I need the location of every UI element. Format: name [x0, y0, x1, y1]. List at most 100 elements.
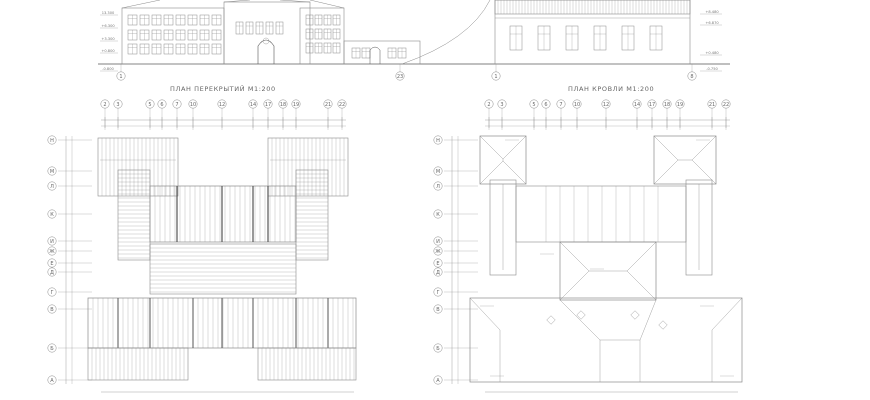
row-axis-bubble [47, 258, 57, 268]
column-axis-label: 2 [487, 102, 490, 108]
roof-central-hip-ridges [559, 241, 657, 301]
slab-central-hall [149, 185, 297, 243]
column-axis-bubble [721, 99, 731, 109]
column-axis-bubble [484, 99, 494, 109]
column-axis-bubble [113, 99, 123, 109]
column-axis-bubble [662, 99, 672, 109]
level-label: +0.480 [705, 51, 719, 55]
column-axis-label: 5 [532, 102, 535, 108]
row-axis-bubble [433, 246, 443, 256]
row-axis-bubble [47, 246, 57, 256]
dome-arc [401, 0, 491, 65]
row-axis-bubble [433, 209, 443, 219]
elevation-axis-bubble [491, 71, 501, 81]
column-axis-bubble [145, 99, 155, 109]
row-axis-bubble [433, 135, 443, 145]
round-window [262, 37, 270, 45]
slab-south-wing-left [87, 347, 189, 381]
column-axis-bubble [172, 99, 182, 109]
column-axis-bubble [263, 99, 273, 109]
row-axis-label: Е [50, 261, 53, 267]
column-axis-label: 7 [175, 102, 178, 108]
main-entrance [257, 39, 275, 64]
row-axis-bubble [433, 375, 443, 385]
column-axis-label: 7 [559, 102, 562, 108]
roof-hatch [576, 310, 586, 320]
level-label: +6.870 [705, 21, 719, 25]
row-axis-label: Д [436, 270, 440, 276]
column-axis-bubble [647, 99, 657, 109]
column-axis-bubble [529, 99, 539, 109]
row-axis-label: Н [50, 138, 54, 144]
column-axis-label: 5 [148, 102, 151, 108]
column-axis-label: 2 [103, 102, 106, 108]
row-axis-label: М [436, 169, 440, 175]
row-axis-bubble [433, 267, 443, 277]
level-label: +0.800 [101, 49, 115, 53]
roof-hatch [630, 310, 640, 320]
row-axis-label: К [436, 212, 440, 218]
roof-plan-title: ПЛАН КРОВЛИ М1:200 [568, 85, 654, 93]
row-axis-label: Е [436, 261, 439, 267]
row-axis-bubble [433, 181, 443, 191]
column-axis-label: 10 [190, 102, 196, 108]
slab-central-south [149, 243, 297, 295]
roof-ne-tower-ridges [653, 135, 717, 185]
row-axis-label: А [436, 378, 440, 384]
column-axis-label: 22 [339, 102, 345, 108]
elevation-axis-bubble [116, 71, 126, 81]
row-axis-bubble [433, 343, 443, 353]
row-axis-bubble [47, 267, 57, 277]
elevation-axis-bubble [687, 71, 697, 81]
roof-hatch [658, 320, 668, 330]
roof-ne-tower [653, 135, 717, 185]
row-axis-label: А [50, 378, 54, 384]
elevation-axis-label: 1 [494, 74, 497, 80]
row-axis-label: Б [50, 346, 54, 352]
row-axis-bubble [47, 343, 57, 353]
row-axis-label: Г [50, 290, 53, 296]
roof-outline [121, 0, 345, 9]
elevation-axis-label: 1 [119, 74, 122, 80]
row-axis-label: В [50, 307, 54, 313]
column-axis-label: 19 [677, 102, 683, 108]
right-building-parapet [494, 0, 691, 15]
roof-central-hall [515, 185, 687, 243]
elevation-axis-bubble [395, 71, 405, 81]
row-axis-bubble [47, 181, 57, 191]
row-axis-label: И [436, 239, 440, 245]
level-label: +6.300 [101, 24, 115, 28]
roof-central-hip [559, 241, 657, 301]
row-axis-bubble [433, 287, 443, 297]
column-axis-bubble [497, 99, 507, 109]
row-axis-label: Б [436, 346, 440, 352]
connector-door [369, 46, 381, 64]
column-axis-bubble [601, 99, 611, 109]
row-axis-label: Ж [435, 249, 441, 255]
row-axis-bubble [433, 258, 443, 268]
elevation-axis-label: 8 [690, 74, 693, 80]
row-axis-bubble [47, 287, 57, 297]
row-axis-bubble [433, 166, 443, 176]
column-axis-label: 21 [325, 102, 331, 108]
level-label: 13.300 [102, 11, 115, 15]
column-axis-label: 12 [219, 102, 225, 108]
floor-plan-title: ПЛАН ПЕРЕКРЫТИЙ М1:200 [170, 84, 276, 93]
column-axis-label: 17 [649, 102, 655, 108]
column-axis-label: 6 [544, 102, 547, 108]
level-label: +3.300 [101, 37, 115, 41]
slab-south-wing-right [257, 347, 357, 381]
row-axis-bubble [47, 166, 57, 176]
row-axis-bubble [433, 304, 443, 314]
row-axis-label: Л [50, 184, 54, 190]
row-axis-label: Л [436, 184, 440, 190]
center-block-wall [223, 1, 311, 65]
column-axis-bubble [217, 99, 227, 109]
row-axis-bubble [47, 304, 57, 314]
roof-south-block [469, 297, 743, 383]
column-axis-bubble [323, 99, 333, 109]
column-axis-label: 18 [280, 102, 286, 108]
